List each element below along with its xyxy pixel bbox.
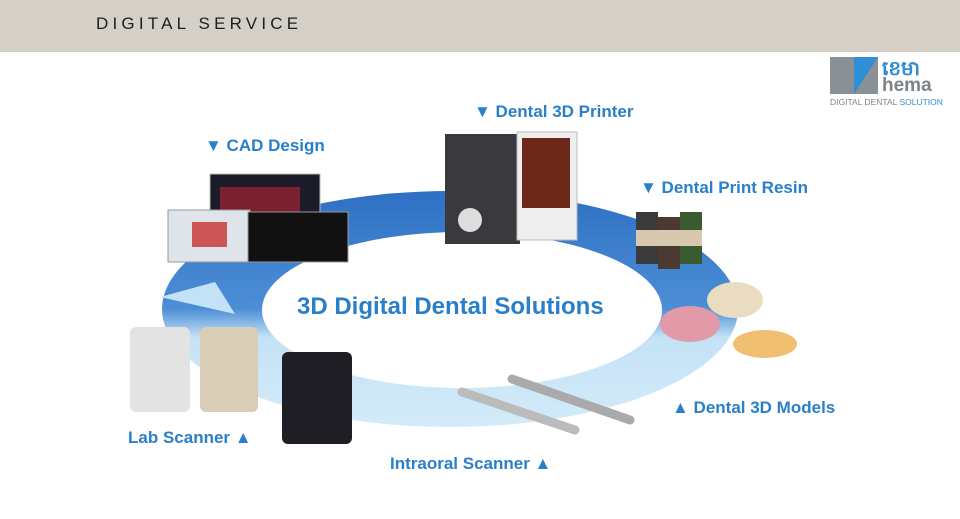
3d-printer-image: [445, 131, 578, 244]
resin-bottles-image: [636, 212, 702, 269]
label-cad-design: ▼ CAD Design: [205, 136, 325, 155]
dental-models-image: [660, 282, 797, 358]
intraoral-scanner-image: [457, 374, 635, 435]
label-dental-print-resin: ▼ Dental Print Resin: [640, 178, 808, 197]
logo-tagline-b: SOLUTION: [899, 97, 943, 107]
label-dental-3d-models: ▲ Dental 3D Models: [672, 398, 836, 417]
header-title: DIGITAL SERVICE: [96, 14, 303, 33]
cad-monitors-image: [167, 173, 349, 263]
ring-inner: [262, 232, 662, 388]
center-title: 3D Digital Dental Solutions: [297, 293, 604, 320]
logo-tagline-a: DIGITAL DENTAL: [830, 97, 900, 107]
lab-scanner-image: [130, 327, 352, 444]
logo-k-mark: [830, 57, 878, 94]
header-bar: DIGITAL SERVICE: [0, 0, 960, 52]
label-intraoral-scanner: Intraoral Scanner ▲: [390, 454, 552, 473]
ring-arrow-head: [160, 282, 235, 314]
logo-script: ខេមា: [882, 58, 921, 80]
workflow-ring: [130, 131, 797, 444]
label-dental-3d-printer: ▼ Dental 3D Printer: [474, 102, 634, 121]
label-lab-scanner: Lab Scanner ▲: [128, 428, 252, 447]
logo-tagline: DIGITAL DENTAL SOLUTION: [830, 97, 943, 107]
logo-word: hema: [882, 75, 932, 96]
khema-logo: ខេមា hema DIGITAL DENTAL SOLUTION: [830, 57, 950, 109]
